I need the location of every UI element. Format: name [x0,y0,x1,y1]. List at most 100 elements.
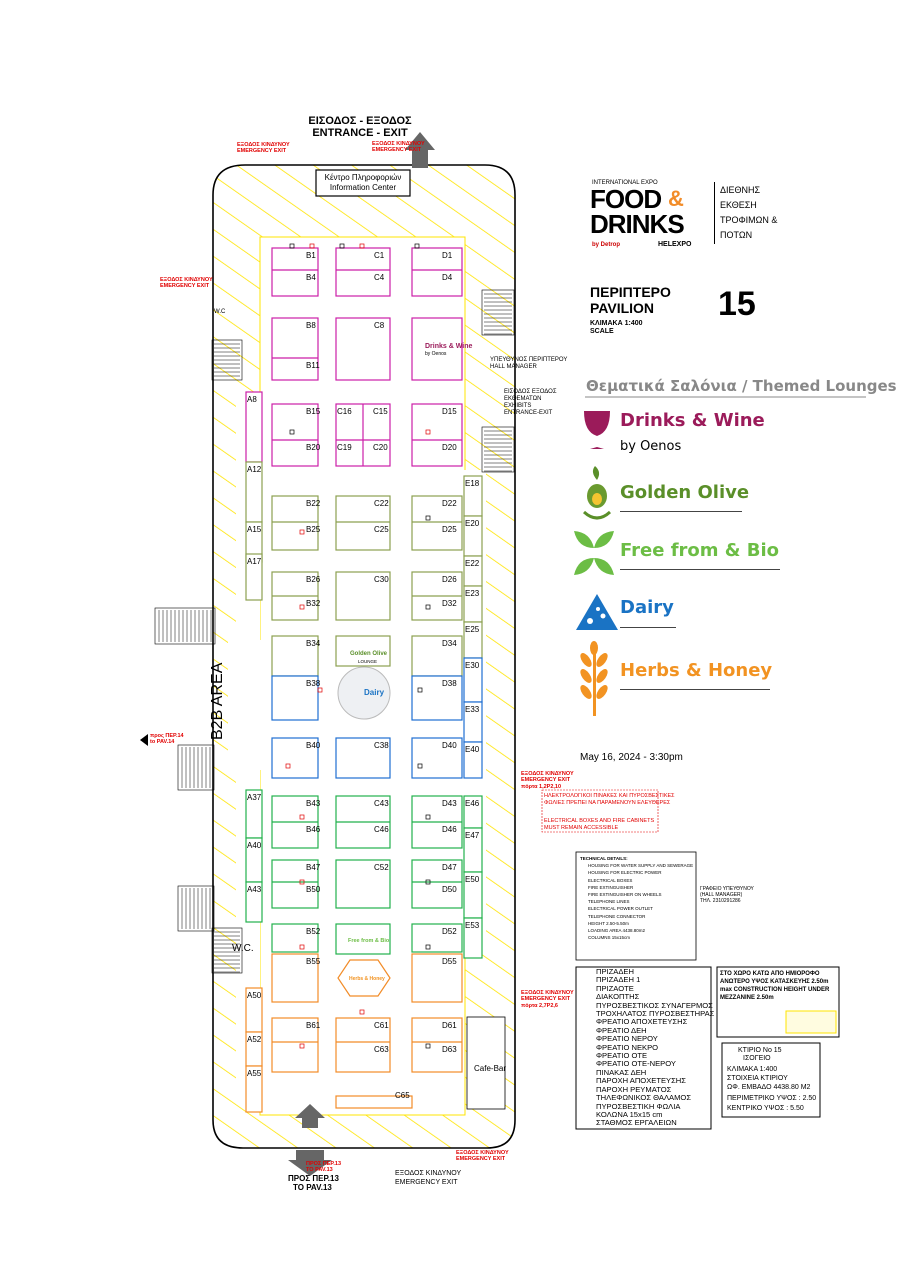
utility-marker [425,814,431,820]
emergency-exit-right1-en: EMERGENCY EXIT [521,777,571,783]
technical-title: TECHNICAL DETAILS: [580,856,628,861]
stand-label: D50 [442,885,457,894]
stand-label: E22 [465,559,480,568]
stand-label: E20 [465,519,480,528]
logo-greek-4: ΠΟΤΩΝ [720,230,753,240]
stand-block-b [271,495,319,551]
stand-label: E47 [465,831,480,840]
date-stamp: May 16, 2024 - 3:30pm [580,752,683,763]
stand-block-d [411,317,463,381]
office-1: ΓΡΑΦΕΙΟ ΥΠΕΥΘΥΝΟΥ [700,886,754,892]
utility-marker [299,604,305,610]
to-pav14-gr: προς ΠΕΡ.14 [150,733,184,739]
logo-food: FOOD [590,184,662,214]
exhibits-exit-gr2: ΕΚΘΕΜΑΤΩΝ [504,396,542,402]
stand-a [245,1065,263,1113]
stand-label: B52 [306,927,321,936]
emergency-exit-top-left-en: EMERGENCY EXIT [237,148,287,154]
stand-label: B4 [306,273,316,282]
stand-label: B26 [306,575,321,584]
stand-label: D34 [442,639,457,648]
legend-box [575,966,712,1130]
stand-label: A37 [247,793,262,802]
stand-block-b [271,403,319,467]
stand-label: D43 [442,799,457,808]
technical-line: FIRE EXTINGUISHER [588,884,634,890]
stand-a [245,881,263,923]
cafe-bar-box [466,1016,506,1110]
utility-marker [417,687,423,693]
herbs-lounge-mark [337,959,391,997]
exhibits-exit-en2: ENTRANCE-EXIT [504,410,553,416]
plan-drinks-wine-sub: by Oenos [425,351,447,357]
stand-label: A52 [247,1035,262,1044]
utility-marker [299,529,305,535]
emergency-exit-top-right-en: EMERGENCY EXIT [372,147,422,153]
legend-line: ΚΟΛΩΝΑ 15x15 cm [596,1109,663,1119]
stand-label: D61 [442,1021,457,1030]
stand-label: C63 [374,1045,389,1054]
utility-marker [299,1043,305,1049]
emergency-exit-right2-gr: ΕΞΟΔΟΣ ΚΙΝΔΥΝΟΥ [521,990,574,996]
utility-marker [299,879,305,885]
wc-small-label: W.C [214,309,226,315]
stand-block-b [271,953,319,1003]
emergency-exit-right2-door: πόρτα 2,7Ρ2,6 [521,1003,558,1009]
stand-label: D25 [442,525,457,534]
plan-golden-olive-sub: LOUNGE [358,659,378,664]
logo-greek-1: ΔΙΕΘΝΗΣ [720,185,761,195]
cafe-bar-label: Cafe-Bar [474,1064,507,1073]
emergency-exit-top-left-gr: ΕΞΟΔΟΣ ΚΙΝΔΥΝΟΥ [237,142,290,148]
utility-marker [425,604,431,610]
stand-label: C4 [374,273,385,282]
stand-label: D1 [442,251,453,260]
technical-line: COLUMNS 15x15cm [588,935,631,941]
stand-label: B47 [306,863,321,872]
mezz-4: MEZZANINE 2.50m [720,995,774,1001]
to-pav13-en: TO PAV.13 [293,1183,332,1192]
pavilion-scale-gr: ΚΛΙΜΑΚΑ 1:400 [590,320,643,327]
stand-label: D38 [442,679,457,688]
utility-marker [359,1009,365,1015]
stand-label: C20 [373,443,388,452]
stand-label: B55 [306,957,321,966]
legend-line: ΤΡΟΧΗΛΑΤΟΣ ΠΥΡΟΣΒΕΣΤΗΡΑΣ [596,1009,715,1019]
stand-block-d [411,675,463,721]
logo-amp: & [668,186,684,211]
emergency-exit-right1-door: πόρτα 1,2Ρ2,10 [521,784,562,790]
emergency-exit-top-right-gr: ΕΞΟΔΟΣ ΚΙΝΔΥΝΟΥ [372,141,425,147]
stand-label: D26 [442,575,457,584]
note-4: MUST REMAIN ACCESSIBLE [544,825,619,831]
legend-line: ΦΡΕΑΤΙΟ ΔΕΗ [596,1025,647,1035]
emergency-exit-bottom-en: EMERGENCY EXIT [395,1179,458,1186]
technical-line: HOUSING FOR ELECTRIC POWER [588,870,662,876]
lounge-golden-olive: Golden Olive [620,482,750,503]
b2b-area-label: B2B AREA [209,662,226,740]
entrance-arrow [405,132,435,168]
stand-block-d [411,953,463,1003]
utility-marker [285,763,291,769]
stand-label: D47 [442,863,457,872]
legend-line: ΠΑΡΟΧΗ ΡΕΥΜΑΤΟΣ [596,1084,672,1094]
hall-manager-en: HALL MANAGER [490,364,537,370]
info-center-box [315,169,411,197]
utility-marker [317,687,323,693]
legend-line: ΠΑΡΟΧΗ ΑΠΟΧΕΤΕΥΣΗΣ [596,1076,686,1086]
stand-label: C65 [395,1091,410,1100]
stand-label: A17 [247,557,262,566]
stand-label: B43 [306,799,321,808]
office-2: (HALL MANAGER) [700,892,743,898]
stand-block-d [411,247,463,297]
lounge-free-bio: Free from & Bio [620,540,780,561]
bld-6: ΠΕΡΙΜΕΤΡΙΚΟ ΥΨΟΣ : 2.50 [727,1095,817,1102]
office-3: ΤΗΛ. 2310291286 [700,898,741,904]
mezz-1: ΣΤΟ ΧΩΡΟ ΚΑΤΩ ΑΠΟ ΗΜΙΟΡΟΦΟ [720,971,820,977]
stand-label: A55 [247,1069,262,1078]
legend-line: ΠΥΡΟΣΒΕΣΤΙΚΟΣ ΣΥΝΑΓΕΡΜΟΣ [596,1000,713,1010]
stand-label: B1 [306,251,316,260]
stand-label: E33 [465,705,480,714]
to-pav13-small-en: TO PAV.13 [306,1167,333,1173]
stand-label: D46 [442,825,457,834]
stand-label: B8 [306,321,316,330]
technical-line: TELEPHONE LINES [588,899,630,905]
